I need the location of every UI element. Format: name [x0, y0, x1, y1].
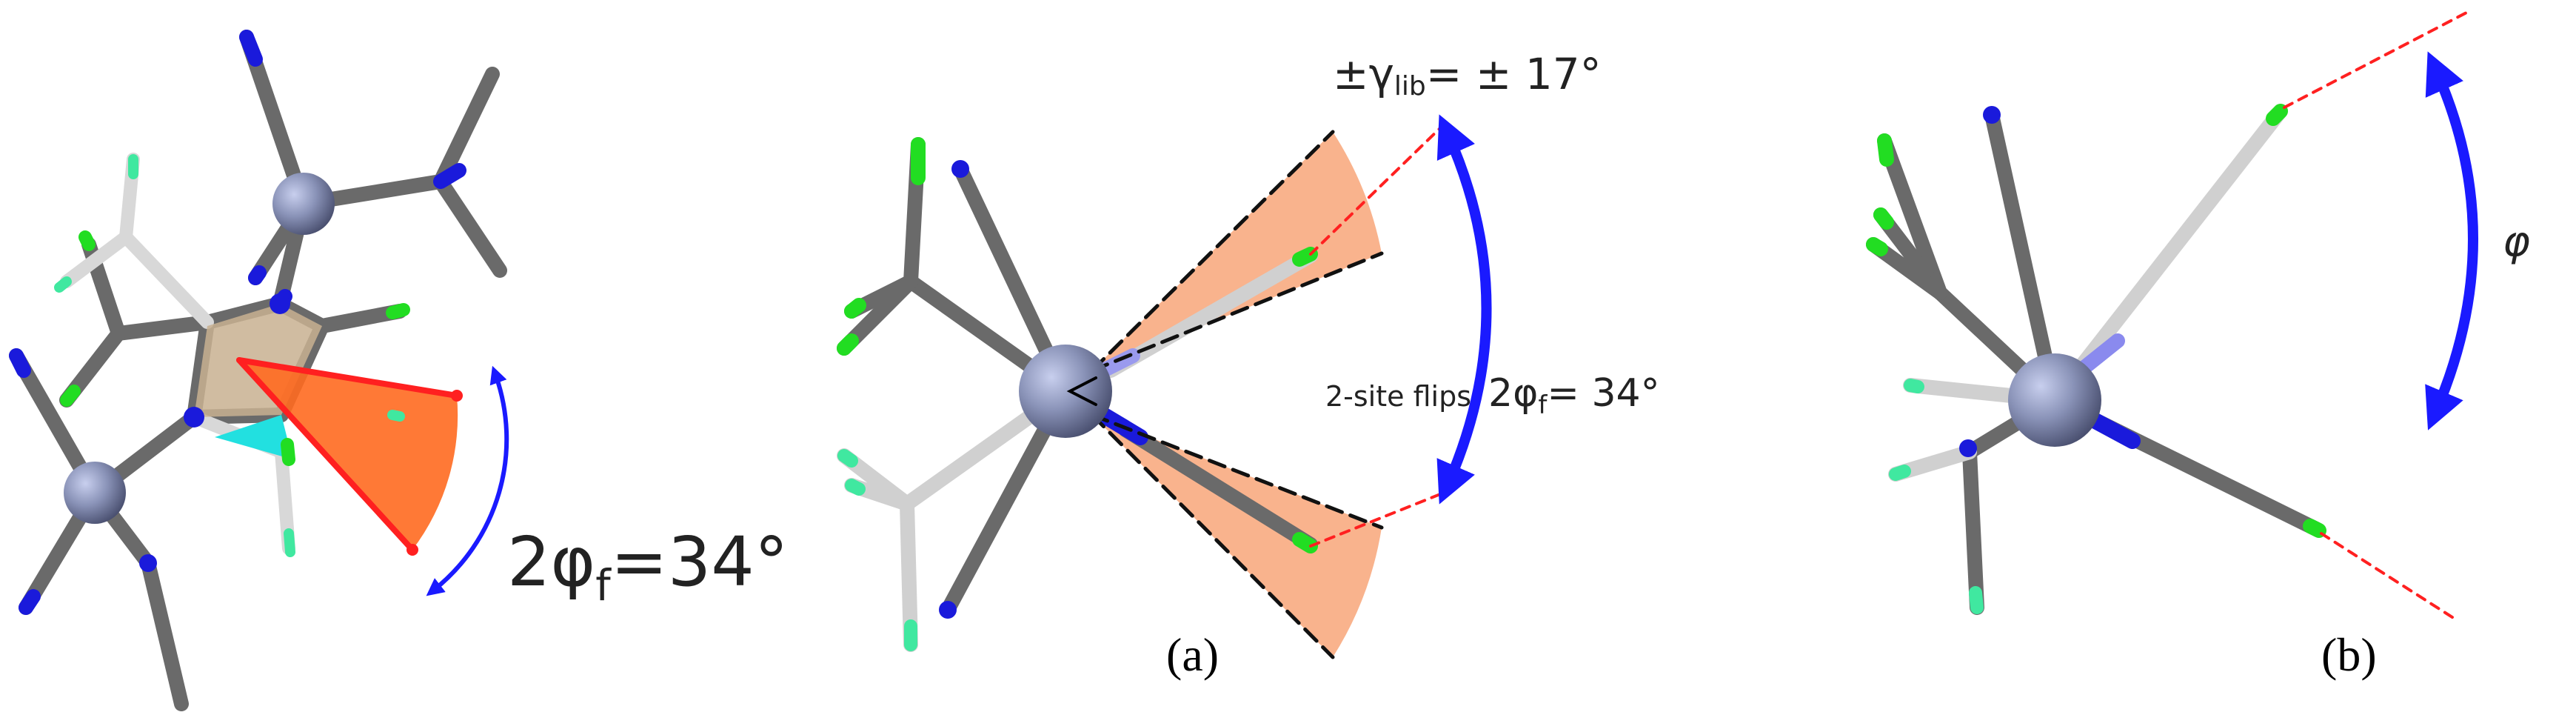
caption-b: (b): [2321, 628, 2377, 681]
caption-a: (a): [1166, 628, 1219, 681]
flip-angle-label-middle: 2φf= 34°: [1488, 371, 1660, 420]
molecule-right: [1866, 10, 2471, 620]
libration-angle-label: ±γlib= ± 17°: [1333, 49, 1602, 102]
zinc-atom: [1019, 345, 1112, 438]
zinc-atom: [2008, 353, 2101, 447]
flip-angle-arrow: [2425, 51, 2478, 430]
phi-label: φ: [2503, 218, 2530, 266]
zinc-atom: [64, 462, 126, 524]
molecule-middle: [837, 123, 1445, 659]
molecule-left: [9, 30, 507, 711]
flip-angle-arrow: [1436, 114, 1492, 505]
two-site-flips-label: 2-site flips: [1325, 380, 1471, 413]
zinc-atom: [272, 173, 335, 235]
flip-angle-arrow: [426, 365, 509, 596]
flip-angle-label-left: 2φf=34°: [507, 522, 789, 611]
